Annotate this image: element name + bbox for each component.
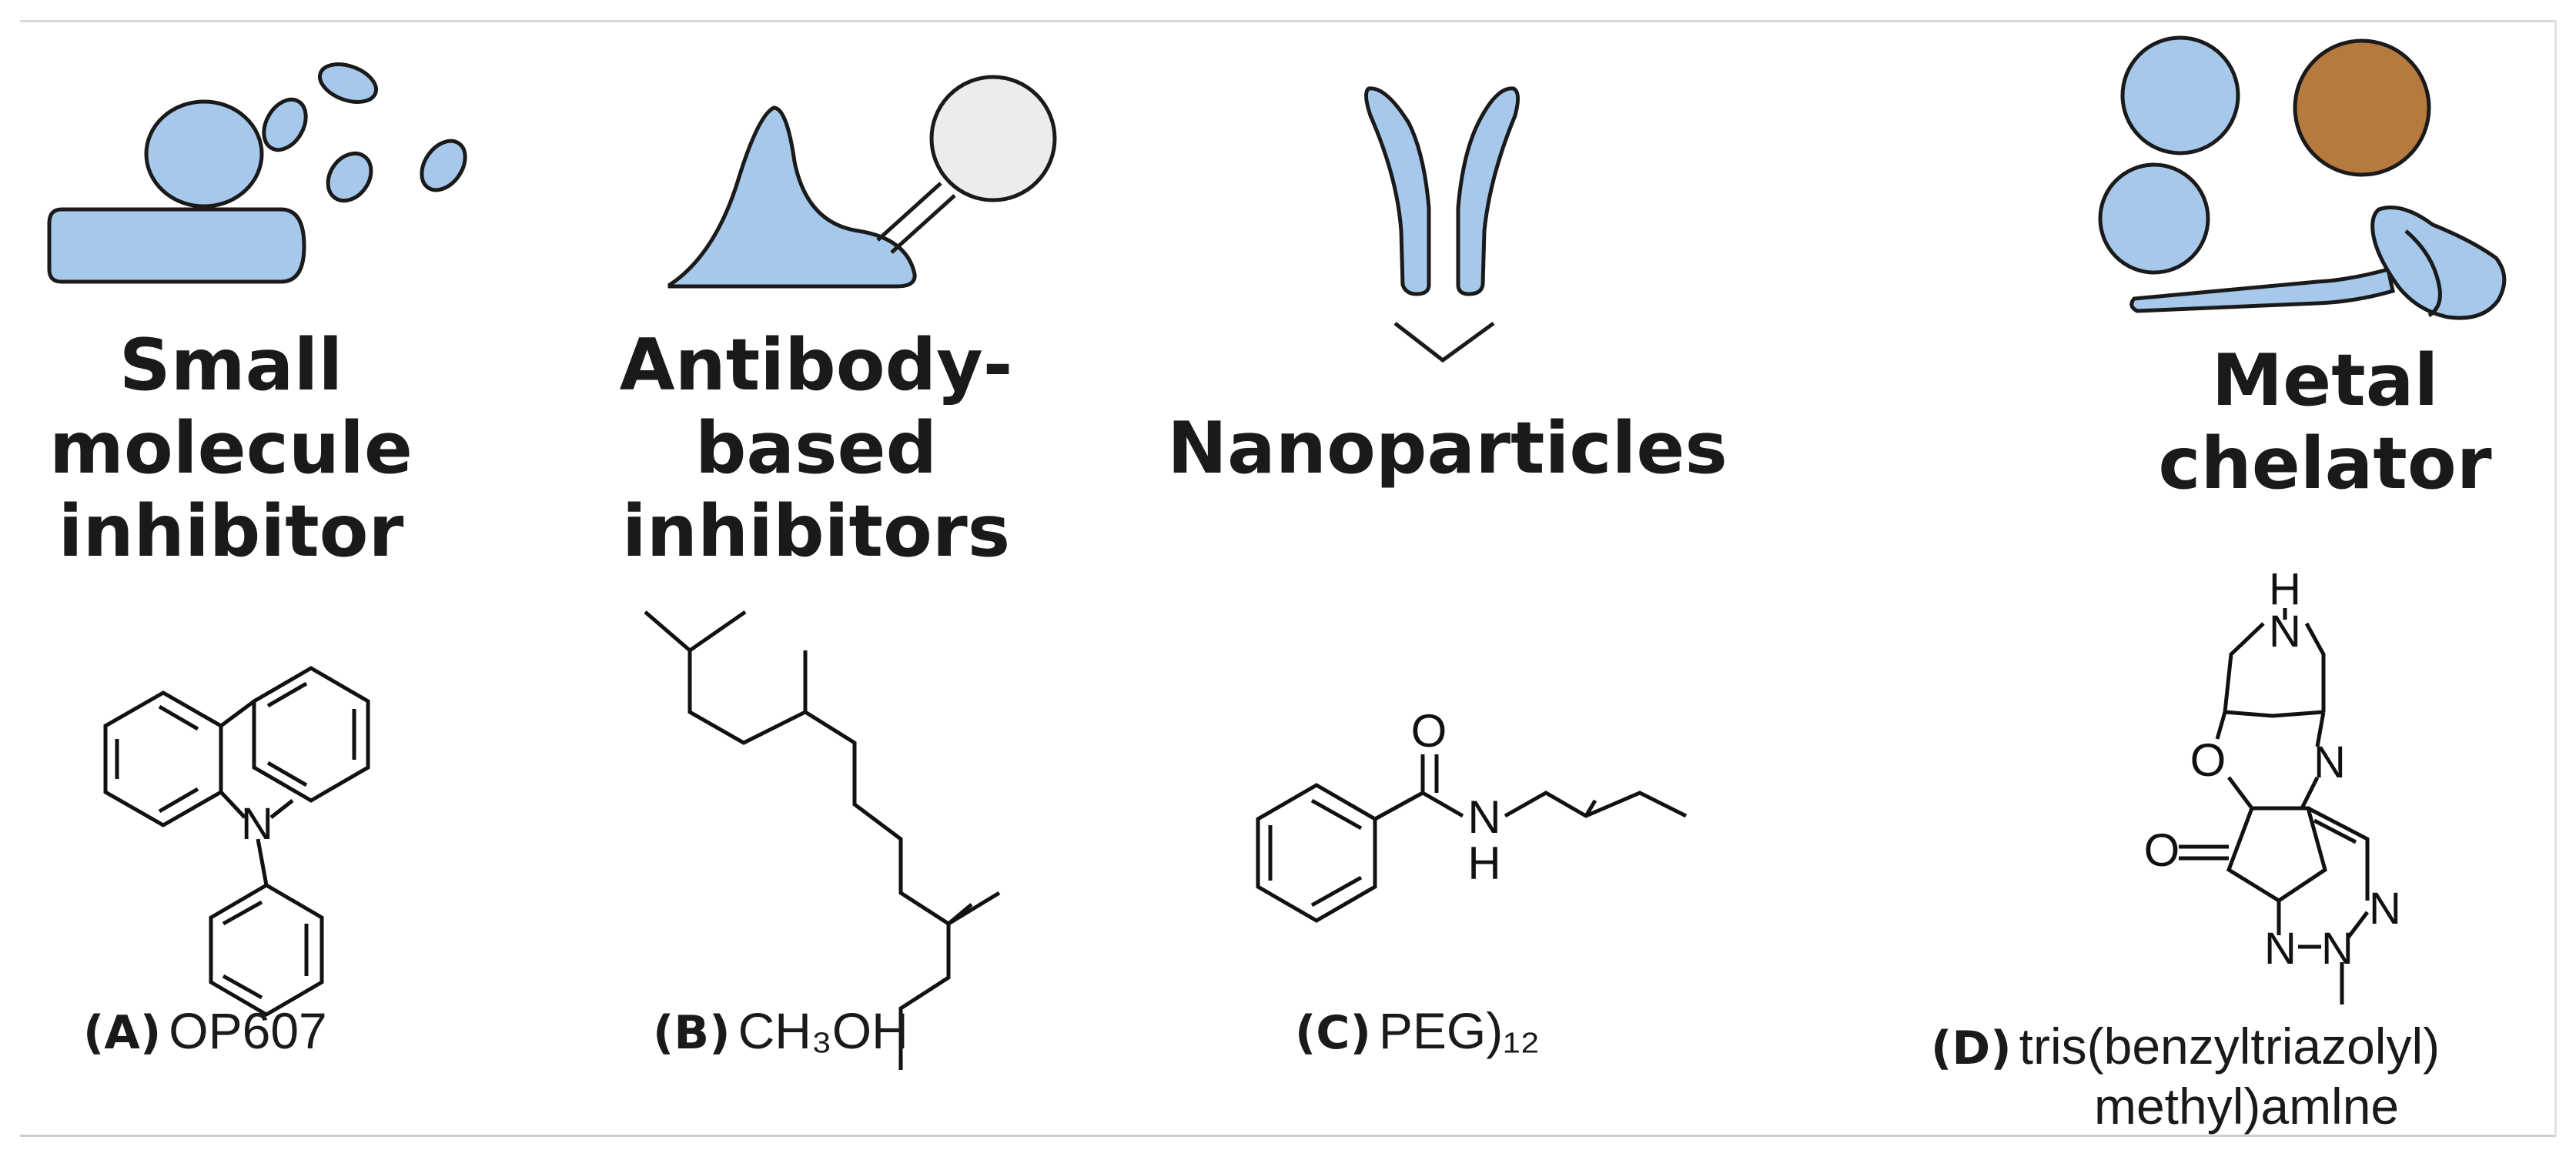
panel-label-a: (A) (83, 1006, 162, 1060)
caption-b: (B)CH₃OH (653, 1001, 908, 1063)
small-molecule-icon (47, 62, 467, 284)
atom-label: N (2269, 607, 2301, 657)
atom-label: N (241, 799, 273, 849)
atom-label: O (2144, 824, 2180, 876)
category-title-antibody: Antibody- based inhibitors (619, 323, 1013, 573)
atom-label: N (2369, 884, 2401, 934)
op607-structure (103, 666, 370, 1017)
frame-right-line (2554, 20, 2557, 1136)
atom-label: N (2321, 924, 2354, 974)
nanoparticle-icon (1364, 86, 1520, 363)
compound-name-a: OP607 (169, 1002, 327, 1059)
panel-label-b: (B) (653, 1006, 731, 1060)
caption-c: (C)PEG)₁₂ (1295, 1001, 1540, 1063)
frame-bottom-line (20, 1135, 2556, 1137)
antibody-icon (667, 75, 1057, 289)
caption-d-line2: methyl)amlne (2094, 1076, 2399, 1136)
panel-label-c: (C) (1295, 1006, 1371, 1060)
atom-label: O (1411, 705, 1447, 757)
panel-label-d: (D) (1931, 1021, 2012, 1075)
caption-d: (D)tris(benzyltriazolyl) (1931, 1016, 2440, 1078)
atom-label: N (2313, 737, 2346, 787)
compound-name-d-line2: methyl)amlne (2094, 1078, 2400, 1135)
atom-label: N (1467, 791, 1500, 843)
category-title-small-molecule: Small molecule inhibitor (49, 323, 413, 573)
ch3oh-structure (644, 610, 1001, 1070)
metal-chelator-icon (2098, 35, 2507, 320)
atom-label: N (2264, 924, 2297, 974)
compound-name-c: PEG)₁₂ (1378, 1002, 1541, 1059)
atom-label: H (1467, 837, 1500, 889)
peg-structure (1256, 754, 1688, 923)
atom-label: O (2190, 734, 2226, 786)
compound-name-b: CH₃OH (738, 1002, 908, 1059)
compound-name-d-line1: tris(benzyltriazolyl) (2019, 1018, 2441, 1075)
frame-top-line (20, 20, 2556, 22)
category-title-metal-chelator: Metal chelator (2158, 339, 2492, 505)
tris-structure (2179, 608, 2370, 1005)
caption-a: (A)OP607 (83, 1001, 327, 1063)
atom-label: H (2269, 564, 2301, 614)
category-title-nanoparticles: Nanoparticles (1167, 406, 1728, 490)
